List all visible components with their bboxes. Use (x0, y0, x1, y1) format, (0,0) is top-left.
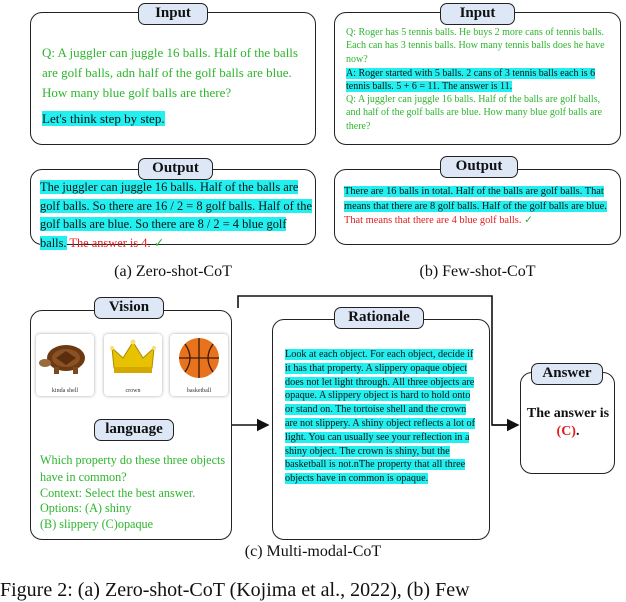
few-shot-check-icon: ✓ (524, 215, 533, 226)
vision-tag: Vision (94, 297, 164, 319)
answer-choice: (C) (556, 424, 576, 439)
few-shot-answer-final: That means that there are 4 blue golf ba… (344, 215, 522, 226)
figure-caption: Figure 2: (a) Zero-shot-CoT (Kojima et a… (0, 579, 470, 601)
answer-prefix: The answer is (526, 406, 610, 421)
few-shot-output-tag: Output (440, 156, 518, 178)
zero-shot-check-icon: ✓ (153, 235, 165, 250)
few-shot-caption: (b) Few-shot-CoT (419, 263, 536, 280)
image-label-tortoise: kinda shell (51, 388, 79, 394)
image-label-crown: crown (125, 388, 141, 394)
language-context: Context: Select the best answer. (40, 486, 196, 500)
answer-text: The answer is (C). (523, 405, 613, 441)
multimodal-caption: (c) Multi-modal-CoT (244, 543, 382, 560)
few-shot-example-question: Q: Roger has 5 tennis balls. He buys 2 m… (346, 27, 605, 65)
zero-shot-prompt-line: Let's think step by step. (42, 110, 165, 128)
language-options-2: (B) slippery (C)opaque (40, 517, 154, 531)
zero-shot-input-tag: Input (138, 3, 208, 25)
image-label-basketball: basketball (186, 388, 212, 394)
image-thumbnail-tortoise (36, 334, 94, 396)
language-options-1: Options: (A) shiny (40, 501, 132, 515)
few-shot-input-tag: Input (440, 3, 515, 25)
image-thumbnail-basketball (170, 334, 228, 396)
language-tag: language (94, 419, 174, 441)
few-shot-example-answer-line: A: Roger started with 5 balls. 2 cans of… (346, 67, 614, 94)
few-shot-question: Q: A juggler can juggle 16 balls. Half o… (346, 94, 603, 132)
zero-shot-prompt: Let's think step by step. (42, 111, 165, 126)
answer-suffix: . (575, 424, 580, 439)
zero-shot-caption: (a) Zero-shot-CoT (114, 263, 232, 280)
zero-shot-question: Q: A juggler can juggle 16 balls. Half o… (42, 45, 298, 100)
answer-tag: Answer (531, 363, 603, 385)
language-question: Which property do these three objects ha… (40, 453, 226, 484)
few-shot-answer: There are 16 balls in total. Half of the… (344, 185, 616, 229)
zero-shot-output-tag: Output (138, 158, 213, 180)
tortoise-icon (39, 345, 85, 374)
rationale-text-block: Look at each object. For each object, de… (285, 348, 481, 486)
image-thumbnail-crown (104, 334, 162, 396)
basketball-icon (179, 338, 219, 378)
zero-shot-answer-final: The answer is 4. (69, 235, 151, 250)
answer-box (520, 372, 615, 474)
zero-shot-answer: The juggler can juggle 16 balls. Half of… (40, 178, 315, 252)
rationale-tag: Rationale (334, 307, 424, 329)
rationale-text: Look at each object. For each object, de… (285, 349, 476, 485)
crown-icon (110, 339, 156, 373)
